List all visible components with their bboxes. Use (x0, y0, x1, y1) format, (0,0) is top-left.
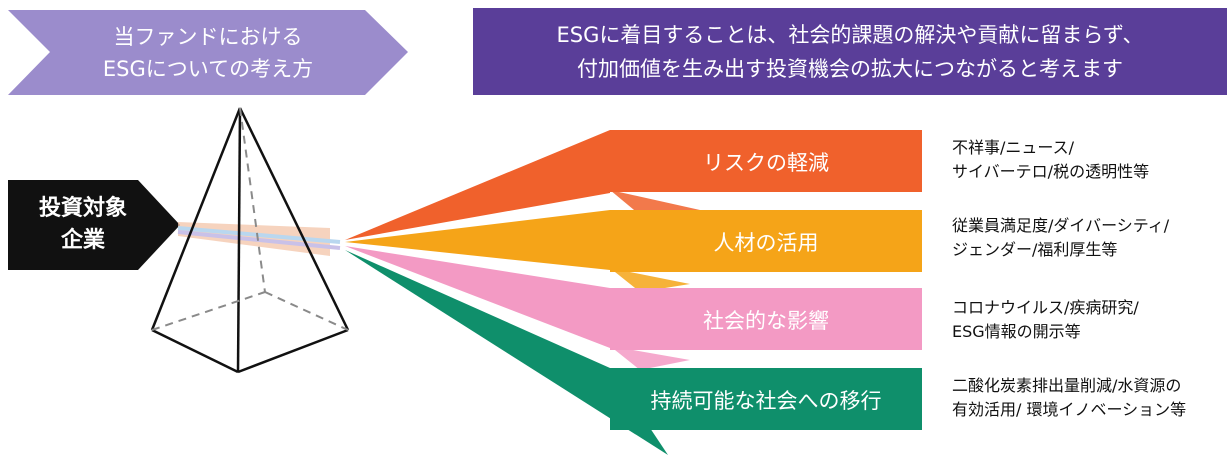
category-boxes (610, 130, 922, 430)
header-right-title: ESGに着目することは、社会的課題の解決や貢献に留まらず、 付加価値を生み出す投… (556, 22, 1144, 81)
beam-tail-risk (610, 190, 700, 215)
category-box-risk (610, 130, 922, 192)
header-banner-right (473, 8, 1227, 95)
incoming-light-line-2 (177, 230, 341, 250)
category-box-social (610, 288, 922, 350)
header-arrow-left (8, 10, 408, 95)
beam-risk (345, 130, 610, 240)
category-examples-risk: 不祥事/ニュース/ サイバーテロ/税の透明性等 (952, 138, 1150, 181)
category-examples-social: コロナウイルス/疾病研究/ ESG情報の開示等 (952, 298, 1139, 341)
category-box-talent (610, 210, 922, 272)
category-label-talent: 人材の活用 (713, 231, 819, 255)
category-examples-talent: 従業員満足度/ダイバーシティ/ ジェンダー/福利厚生等 (952, 216, 1170, 259)
incoming-light-line-1 (177, 226, 341, 244)
beam-talent (345, 210, 610, 270)
category-label-risk: リスクの軽減 (703, 151, 829, 175)
input-label: 投資対象 企業 (38, 196, 127, 253)
dispersion-beams (345, 130, 700, 455)
prism-icon (150, 107, 350, 374)
beam-tail-talent (610, 268, 690, 292)
beam-social (345, 246, 610, 348)
beam-transition (345, 250, 668, 455)
category-label-social: 社会的な影響 (703, 309, 829, 333)
input-arrow (8, 180, 180, 270)
category-label-transition: 持続可能な社会への移行 (650, 389, 882, 413)
category-box-transition (610, 368, 922, 430)
category-examples-transition: 二酸化炭素排出量削減/水資源の 有効活用/ 環境イノベーション等 (952, 376, 1187, 419)
header-left-title: 当ファンドにおける ESGについての考え方 (102, 24, 314, 81)
beam-tail-social (610, 346, 690, 370)
